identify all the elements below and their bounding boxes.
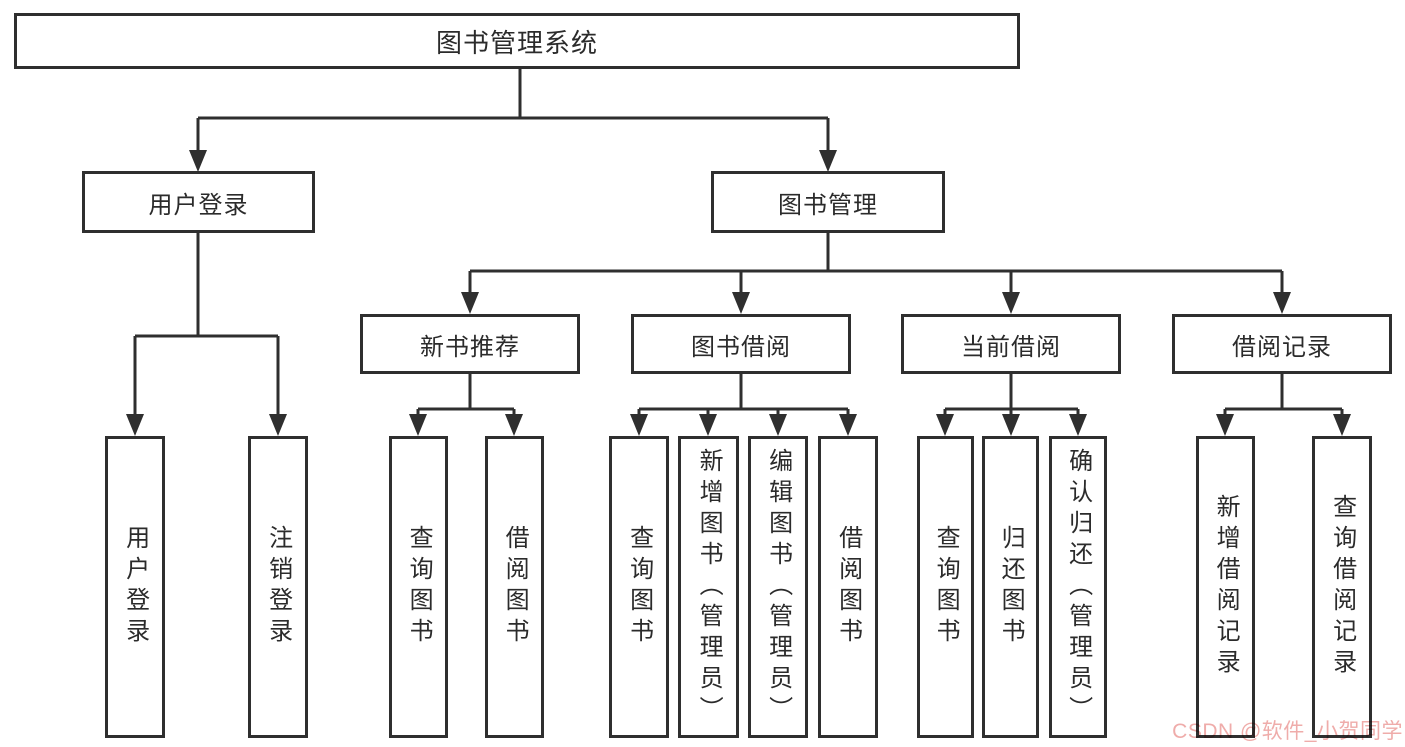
watermark: CSDN @软件_小贺同学 <box>1172 720 1403 743</box>
node-book-management: 图书管理 <box>711 171 945 233</box>
leaf-query-book-current-label: 查询图书 <box>932 525 960 649</box>
node-book-borrow: 图书借阅 <box>631 314 851 374</box>
leaf-return-book: 归还图书 <box>982 436 1039 738</box>
leaf-confirm-return-admin-label: 确认归还（管理员） <box>1064 447 1092 727</box>
leaf-edit-book-admin-label: 编辑图书（管理员） <box>764 447 792 727</box>
leaf-query-book-recommend-label: 查询图书 <box>405 525 433 649</box>
leaf-borrow-book-recommend-label: 借阅图书 <box>501 525 529 649</box>
node-library-management-system: 图书管理系统 <box>14 13 1020 69</box>
leaf-return-book-label: 归还图书 <box>997 525 1025 649</box>
leaf-borrow-book-recommend: 借阅图书 <box>485 436 544 738</box>
arrowhead-glyphs <box>126 150 1351 436</box>
node-current-borrow: 当前借阅 <box>901 314 1121 374</box>
leaf-confirm-return-admin: 确认归还（管理员） <box>1049 436 1107 738</box>
leaf-query-book-recommend: 查询图书 <box>389 436 448 738</box>
leaf-query-book-borrow: 查询图书 <box>609 436 669 738</box>
leaf-edit-book-admin: 编辑图书（管理员） <box>748 436 808 738</box>
leaf-borrow-book: 借阅图书 <box>818 436 878 738</box>
leaf-query-borrow-record-label: 查询借阅记录 <box>1328 494 1356 680</box>
node-new-book-recommend: 新书推荐 <box>360 314 580 374</box>
leaf-logout-label: 注销登录 <box>264 525 292 649</box>
leaf-add-book-admin-label: 新增图书（管理员） <box>695 447 723 727</box>
leaf-query-book-current: 查询图书 <box>917 436 974 738</box>
node-user-login: 用户登录 <box>82 171 315 233</box>
connector-lines <box>133 69 1344 416</box>
leaf-query-borrow-record: 查询借阅记录 <box>1312 436 1372 738</box>
leaf-query-book-borrow-label: 查询图书 <box>625 525 653 649</box>
leaf-add-borrow-record: 新增借阅记录 <box>1196 436 1255 738</box>
leaf-add-borrow-record-label: 新增借阅记录 <box>1212 494 1240 680</box>
leaf-user-login-label: 用户登录 <box>121 525 149 649</box>
leaf-add-book-admin: 新增图书（管理员） <box>678 436 739 738</box>
node-borrow-records: 借阅记录 <box>1172 314 1392 374</box>
leaf-logout: 注销登录 <box>248 436 308 738</box>
leaf-borrow-book-label: 借阅图书 <box>834 525 862 649</box>
leaf-user-login: 用户登录 <box>105 436 165 738</box>
